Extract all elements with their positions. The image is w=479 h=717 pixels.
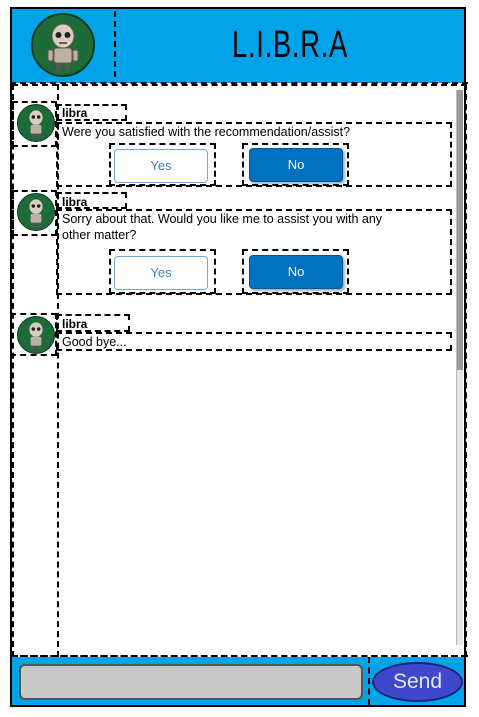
message-text: Were you satisfied with the recommendati… [62,125,351,139]
libra-robot-logo-icon [31,13,95,77]
avatar-box [12,190,57,236]
libra-avatar-icon [17,104,55,142]
message-input[interactable] [19,664,363,700]
header-bottom-border [10,82,468,84]
no-button[interactable]: No [249,255,343,289]
avatar-box [10,313,57,356]
yes-button[interactable]: Yes [114,256,208,290]
message-bubble [56,209,452,295]
message-bubble [56,332,452,351]
send-button[interactable]: Send [372,662,463,702]
yes-button-box [109,249,216,294]
libra-avatar-icon [17,193,55,231]
message-text: Sorry about that. Would you like me to a… [62,212,383,242]
message-sender: libra [62,317,88,331]
no-button-box [242,249,349,294]
sender-box [56,314,130,332]
no-button[interactable]: No [249,148,343,182]
message-bubble [56,122,452,187]
scrollbar-thumb[interactable] [457,90,463,370]
message-text: Good bye... [62,335,127,349]
app-title: L.I.B.R.A [232,24,348,66]
avatar-column-divider [57,84,59,657]
message-sender: libra [62,106,88,120]
sender-box [56,104,127,121]
no-button-box [242,143,349,186]
yes-button-box [109,143,216,186]
header-divider [114,11,116,77]
composer-divider [368,657,370,705]
yes-button[interactable]: Yes [114,149,208,183]
sender-box [56,192,127,209]
chat-scrollbar[interactable] [456,90,463,645]
message-sender: libra [62,195,88,209]
footer-top-border [10,655,468,657]
libra-avatar-icon [17,316,55,354]
avatar-box [12,101,57,147]
